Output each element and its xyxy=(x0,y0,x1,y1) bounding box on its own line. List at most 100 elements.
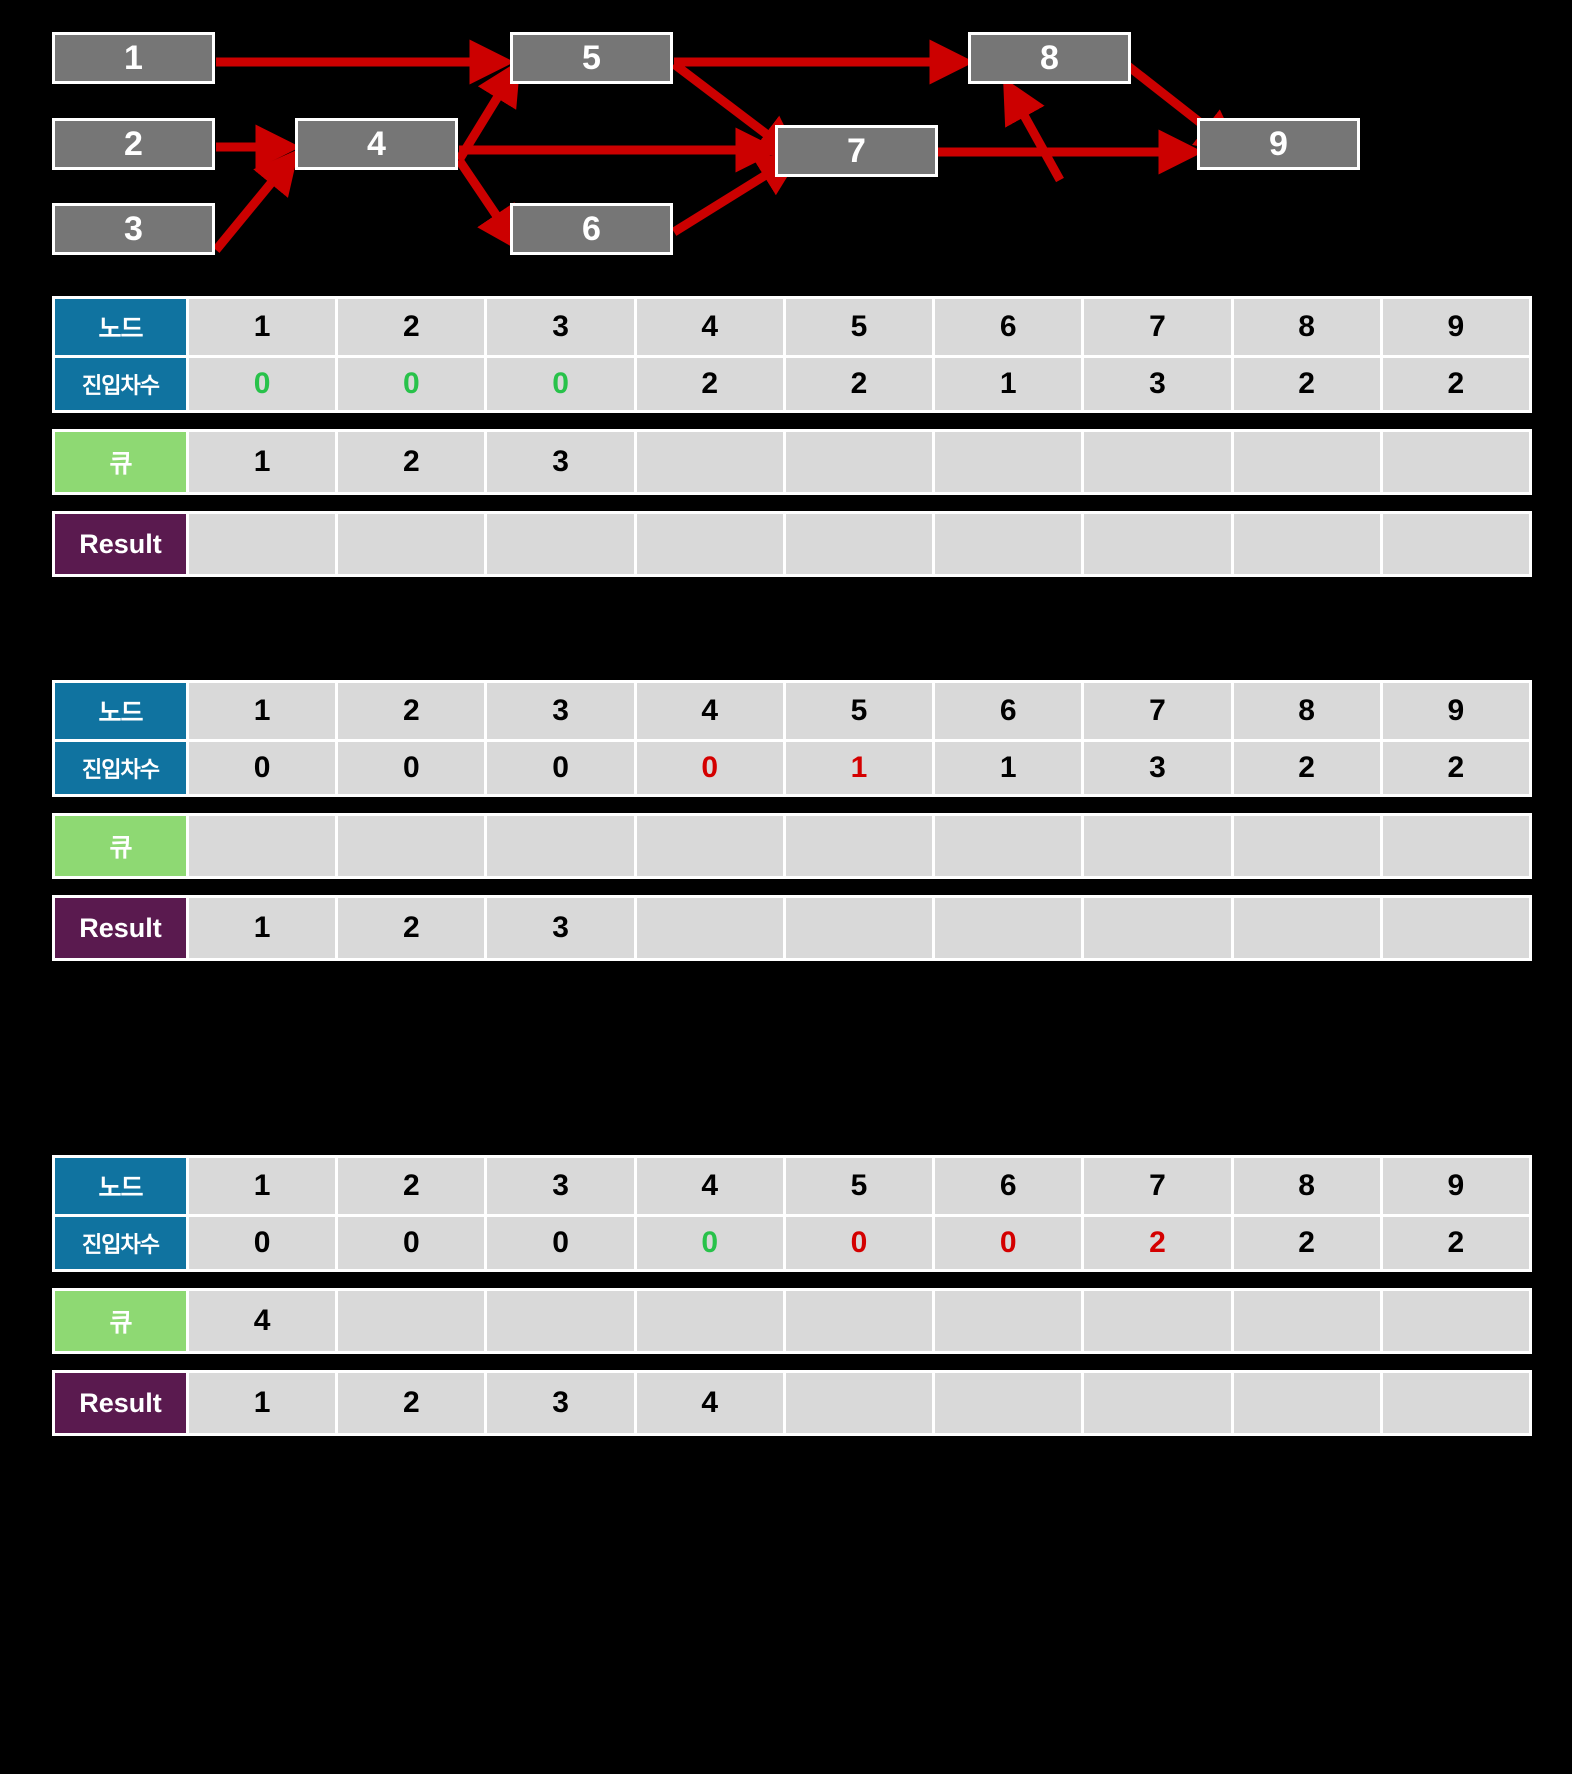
cell-indegree: 2 xyxy=(1233,358,1380,410)
cell-indegree: 2 xyxy=(1084,1217,1231,1269)
cell-indegree: 0 xyxy=(935,1217,1082,1269)
cell-result xyxy=(785,1373,933,1433)
row-header-node: 노드 xyxy=(55,1158,186,1214)
graph-node-3: 3 xyxy=(52,203,215,255)
row-header-indegree: 진입차수 xyxy=(55,742,186,794)
row-header-result: Result xyxy=(55,898,186,958)
graph-node-label: 4 xyxy=(367,124,386,163)
cell-indegree: 0 xyxy=(338,358,485,410)
cell-node: 7 xyxy=(1084,299,1231,355)
cell-result xyxy=(1233,898,1380,958)
cell-queue xyxy=(935,1291,1082,1351)
graph-node-1: 1 xyxy=(52,32,215,84)
cell-result xyxy=(636,514,783,574)
cell-result xyxy=(1084,898,1231,958)
cell-result xyxy=(785,514,933,574)
cell-indegree: 0 xyxy=(785,1217,933,1269)
cell-result xyxy=(935,898,1082,958)
cell-indegree: 1 xyxy=(785,742,933,794)
row-header-queue: 큐 xyxy=(55,432,186,492)
cell-queue xyxy=(1084,432,1231,492)
cell-queue xyxy=(935,816,1082,876)
cell-result xyxy=(1084,1373,1231,1433)
result-table: Result xyxy=(52,511,1532,577)
graph-node-2: 2 xyxy=(52,118,215,170)
cell-node: 6 xyxy=(935,683,1082,739)
table-spacer xyxy=(52,879,1532,895)
queue-table: 큐 xyxy=(52,813,1532,879)
cell-node: 8 xyxy=(1233,299,1380,355)
cell-result xyxy=(189,514,336,574)
cell-queue xyxy=(785,1291,933,1351)
edge-5-7 xyxy=(671,60,802,161)
cell-node: 7 xyxy=(1084,1158,1231,1214)
cell-node: 1 xyxy=(189,683,336,739)
graph-node-label: 8 xyxy=(1040,38,1059,77)
cell-queue xyxy=(338,816,485,876)
cell-node: 6 xyxy=(935,1158,1082,1214)
edge-group xyxy=(212,39,1242,253)
cell-result: 2 xyxy=(338,1373,485,1433)
cell-result xyxy=(785,898,933,958)
row-header-result: Result xyxy=(55,514,186,574)
graph-node-label: 2 xyxy=(124,124,143,163)
cell-queue xyxy=(636,816,783,876)
row-header-queue: 큐 xyxy=(55,1291,186,1351)
cell-node: 5 xyxy=(785,683,933,739)
graph-node-5: 5 xyxy=(510,32,673,84)
cell-node: 4 xyxy=(636,1158,783,1214)
cell-queue xyxy=(1382,432,1529,492)
cell-queue: 1 xyxy=(189,432,336,492)
cell-node: 8 xyxy=(1233,683,1380,739)
edge-3-4 xyxy=(212,148,300,253)
graph-node-8: 8 xyxy=(968,32,1131,84)
cell-node: 9 xyxy=(1382,1158,1529,1214)
cell-indegree: 2 xyxy=(785,358,933,410)
graph-node-label: 6 xyxy=(582,209,601,248)
cell-node: 3 xyxy=(487,299,634,355)
cell-indegree: 2 xyxy=(1382,358,1529,410)
graph-node-label: 1 xyxy=(124,38,143,77)
cell-node: 4 xyxy=(636,299,783,355)
cell-result xyxy=(1233,514,1380,574)
cell-indegree: 2 xyxy=(1233,1217,1380,1269)
cell-result xyxy=(1084,514,1231,574)
cell-queue xyxy=(636,1291,783,1351)
graph-node-9: 9 xyxy=(1197,118,1360,170)
cell-queue xyxy=(785,816,933,876)
edge-4-5 xyxy=(455,59,521,163)
cell-indegree: 0 xyxy=(636,742,783,794)
cell-result xyxy=(935,514,1082,574)
cell-node: 6 xyxy=(935,299,1082,355)
table-spacer xyxy=(52,413,1532,429)
graph-node-4: 4 xyxy=(295,118,458,170)
cell-queue xyxy=(1233,1291,1380,1351)
table-row-result: Result xyxy=(55,514,1529,574)
row-header-node: 노드 xyxy=(55,683,186,739)
cell-result xyxy=(636,898,783,958)
graph-node-7: 7 xyxy=(775,125,938,177)
cell-result xyxy=(1382,1373,1529,1433)
cell-queue xyxy=(1382,816,1529,876)
graph-edges-svg xyxy=(212,39,1242,253)
cell-node: 3 xyxy=(487,1158,634,1214)
cell-result: 1 xyxy=(189,898,336,958)
cell-result: 3 xyxy=(487,898,634,958)
cell-result xyxy=(935,1373,1082,1433)
table-spacer xyxy=(52,797,1532,813)
cell-result: 1 xyxy=(189,1373,336,1433)
cell-node: 3 xyxy=(487,683,634,739)
row-header-result: Result xyxy=(55,1373,186,1433)
cell-result: 4 xyxy=(636,1373,783,1433)
cell-queue xyxy=(338,1291,485,1351)
cell-node: 9 xyxy=(1382,683,1529,739)
